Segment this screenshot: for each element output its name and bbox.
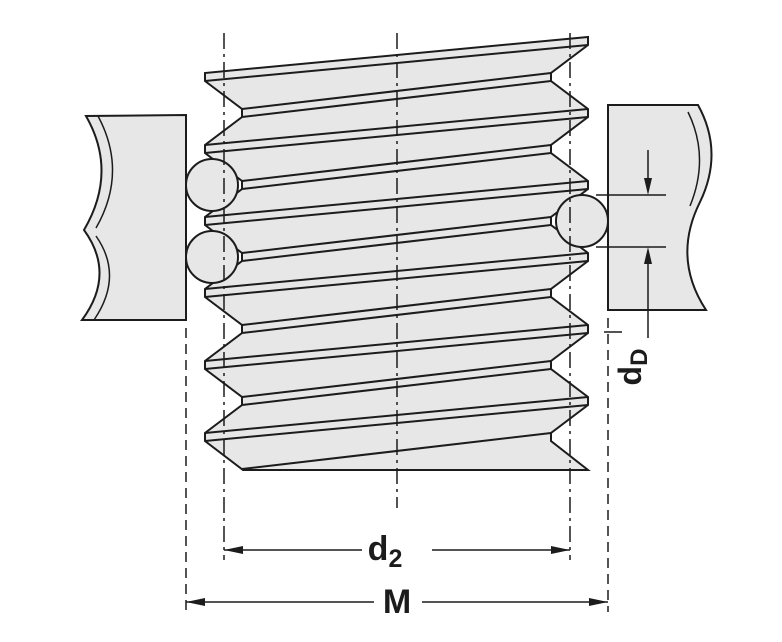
d2-arrow-left — [224, 546, 243, 554]
wire-left-lower — [185, 230, 239, 284]
right-anvil-break-lines — [687, 111, 701, 207]
left-anvil-break-lines — [93, 115, 114, 321]
d2-arrow-right — [551, 546, 570, 554]
wire-left-upper — [185, 158, 239, 212]
right-anvil — [607, 104, 713, 311]
dd-arrow-top — [644, 178, 652, 195]
m-arrow-right — [589, 598, 608, 606]
dd-label: dD — [612, 349, 653, 386]
m-label: M — [383, 583, 411, 621]
wire-right — [555, 194, 609, 248]
d2-label: d2 — [368, 530, 403, 573]
left-anvil — [80, 113, 187, 321]
dd-arrow-bottom — [644, 247, 652, 264]
m-arrow-left — [186, 598, 205, 606]
